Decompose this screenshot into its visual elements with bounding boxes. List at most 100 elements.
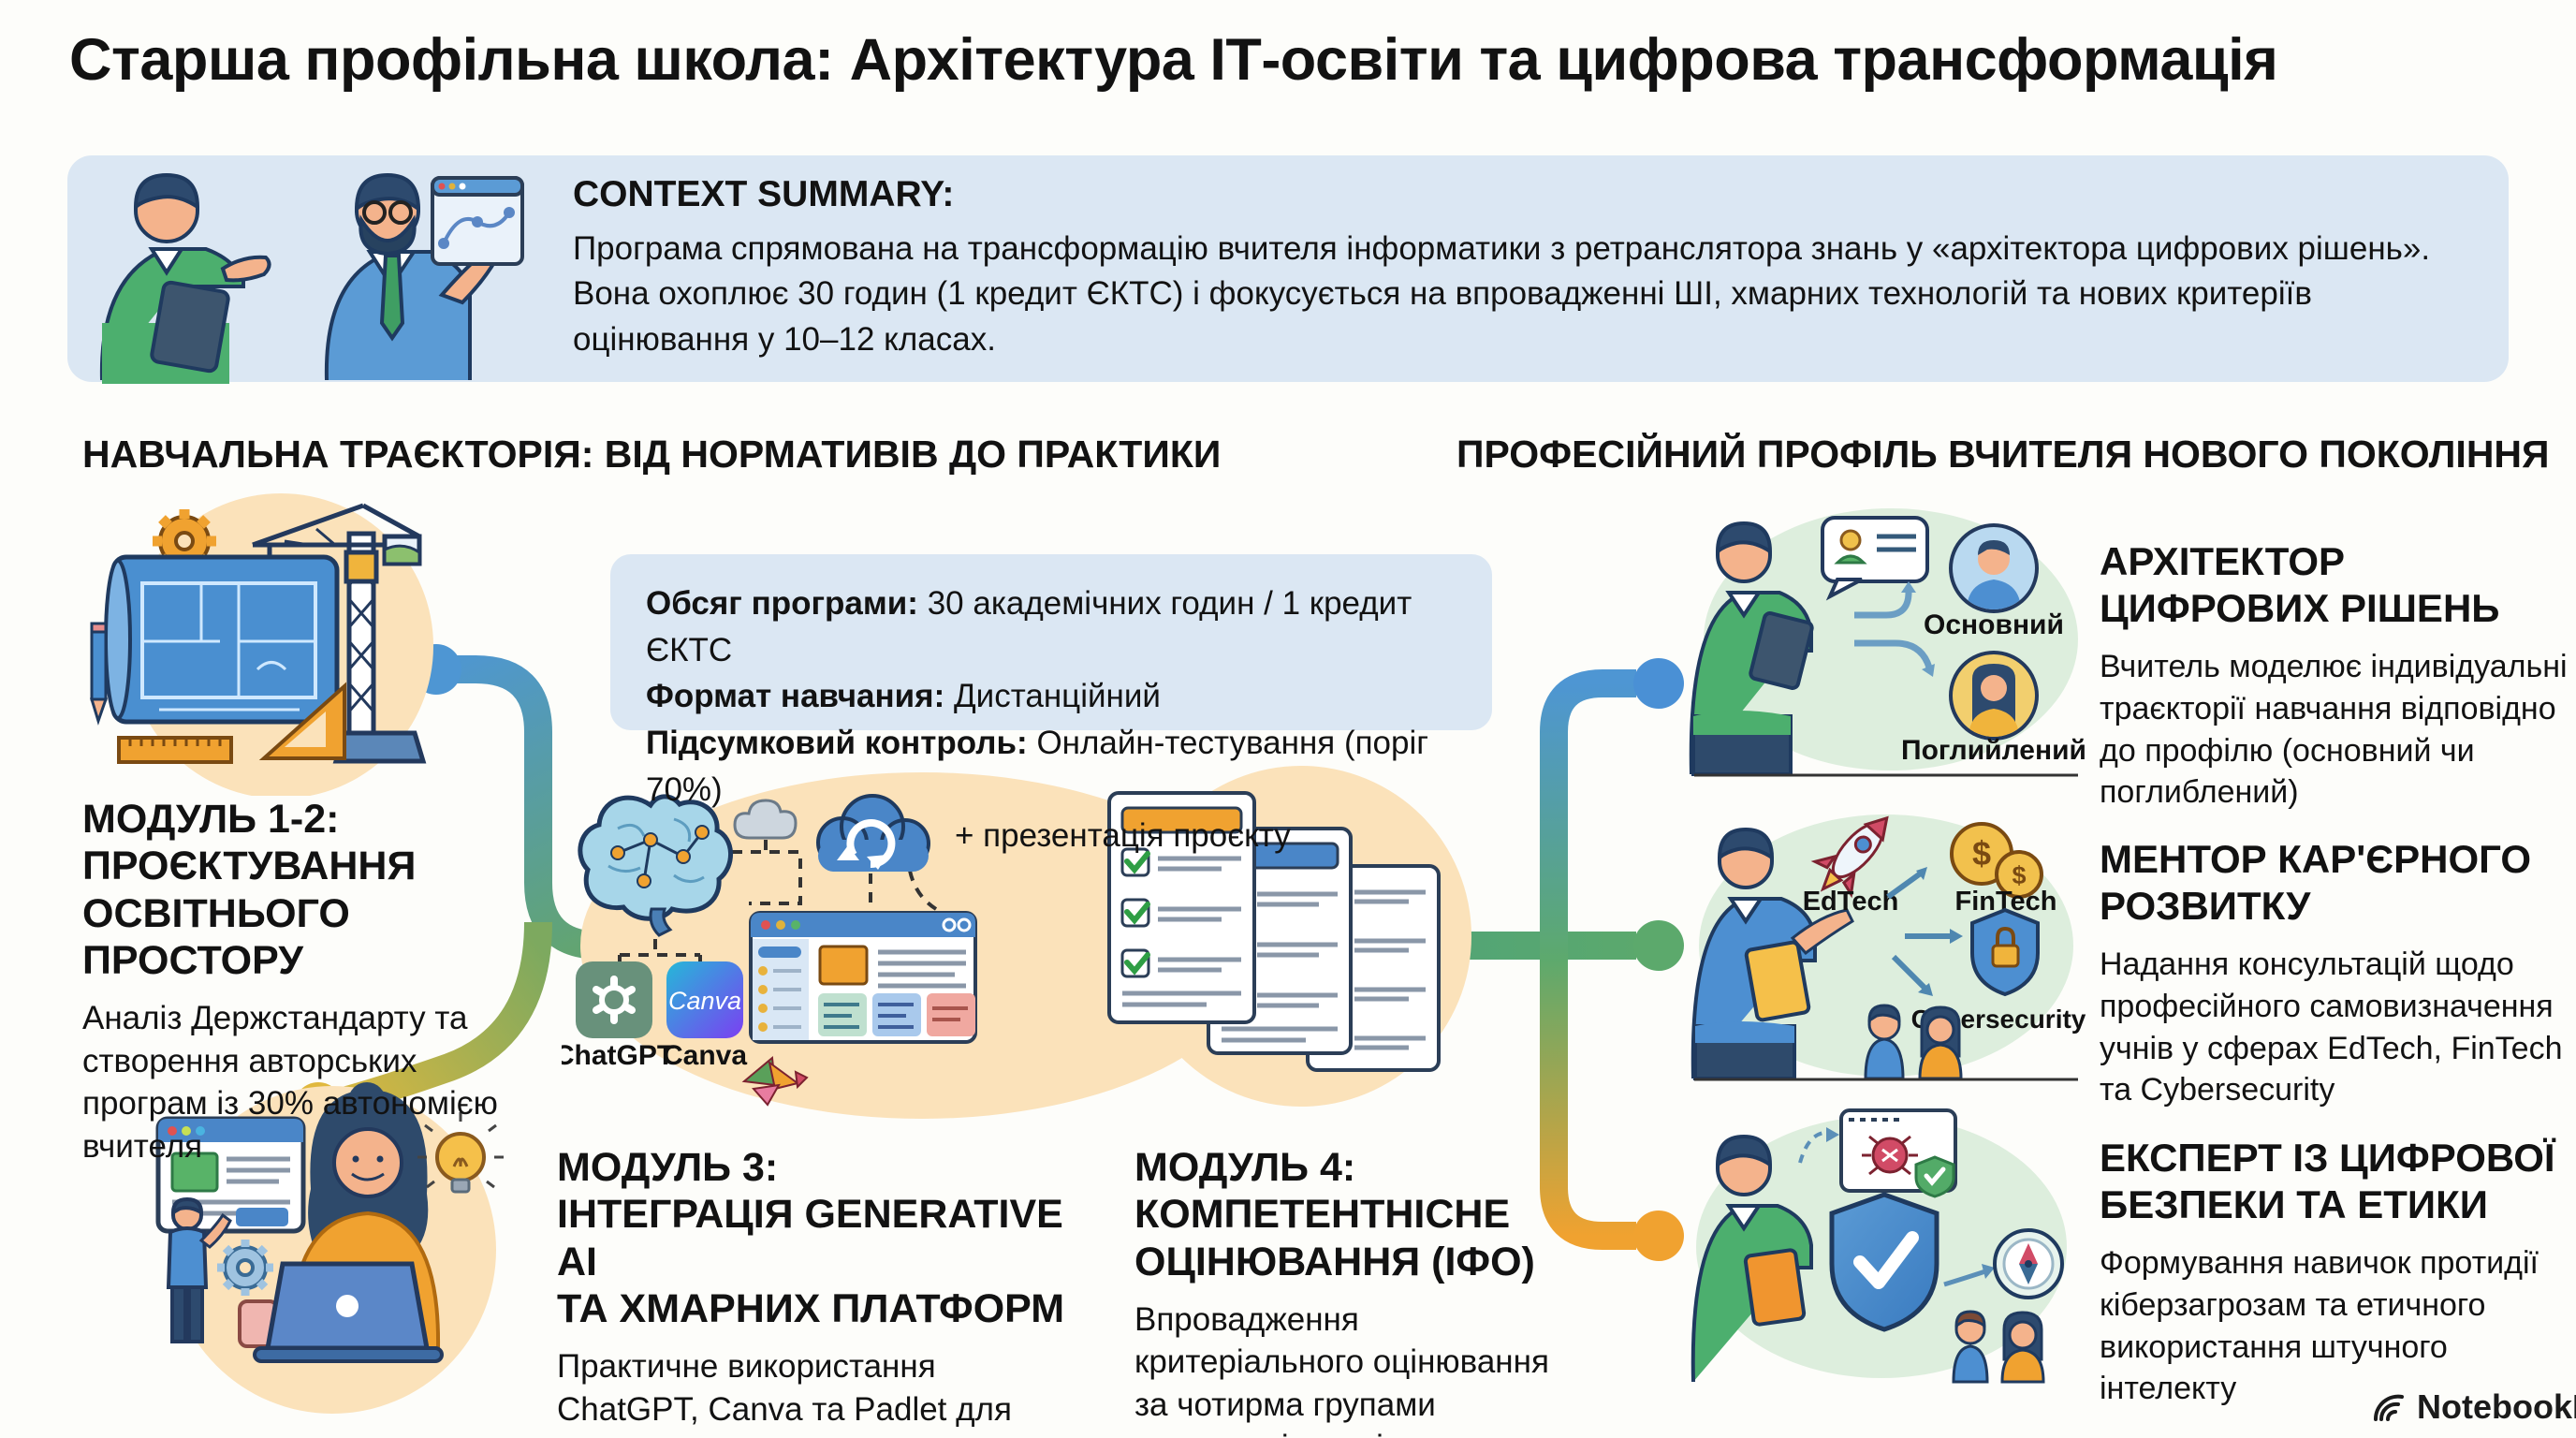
module-1-2-block: МОДУЛЬ 1-2: ПРОЄКТУВАННЯ ОСВІТНЬОГО ПРОС… <box>82 796 569 1167</box>
profile3-block: ЕКСПЕРТ ІЗ ЦИФРОВОЇ БЕЗПЕКИ ТА ЕТИКИ Фор… <box>2100 1135 2572 1410</box>
compass-arrowhead <box>1982 1264 1995 1279</box>
content-creation-illustration <box>155 1082 504 1414</box>
dashed-arrow <box>1798 1130 1833 1164</box>
program-control-value: Онлайн-тестування (поріг 70%) <box>646 725 1429 808</box>
program-format-label: Формат навчания: <box>646 678 945 715</box>
center-tools-illustration: Canva ChatGPT Canva <box>562 766 1471 1119</box>
context-heading: CONTEXT SUMMARY: <box>573 174 955 214</box>
profile2-block: МЕНТОР КАР'ЄРНОГО РОЗВИТКУ Надання консу… <box>2100 836 2572 1111</box>
profile1-title-line2: ЦИФРОВИХ РІШЕНЬ <box>2100 586 2500 631</box>
pencil-icon <box>89 622 109 726</box>
profile3-illustration <box>1690 1108 2067 1384</box>
module-1-2-body: Аналіз Держстандарту та створення авторс… <box>82 1000 498 1165</box>
profile2-title-line2: РОЗВИТКУ <box>2100 884 2311 929</box>
browser-window-icon <box>749 911 977 1044</box>
rocket-icon <box>1810 815 1889 899</box>
profile3-body: Формування навичок протидії кіберзагроза… <box>2100 1244 2539 1407</box>
profile1-body: Вчитель моделює індивідуальні траєкторії… <box>2100 648 2568 811</box>
program-control-label: Підсумковий контроль: <box>646 725 1028 762</box>
teachers-illustration <box>99 172 524 384</box>
profile2-title-line1: МЕНТОР КАР'ЄРНОГО <box>2100 837 2532 881</box>
context-body: Програма спрямована на трансформацію вчи… <box>573 230 2431 358</box>
profile1-block: АРХІТЕКТОР ЦИФРОВИХ РІШЕНЬ Вчитель модел… <box>2100 538 2572 814</box>
avatar-basic <box>1949 523 2039 613</box>
brain-icon <box>578 794 733 937</box>
module-3-body: Практичне використання ChatGPT, Canva та… <box>557 1348 1012 1438</box>
dashed-connectors <box>618 840 938 961</box>
coins-icon: $ $ <box>1950 822 2043 899</box>
dollar-sign: $ <box>1972 834 1991 873</box>
module-4-title-line2: КОМПЕТЕНТНІСНЕ <box>1134 1192 1511 1238</box>
compass-icon <box>1993 1228 2064 1299</box>
cloud-sync-icon <box>816 794 930 872</box>
notebooklm-logo <box>2373 1394 2404 1421</box>
lightbulb-icon <box>417 1112 504 1194</box>
gear-icon <box>217 1240 273 1296</box>
canva-icon: Canva <box>666 961 743 1038</box>
edtech-label: EdTech <box>1803 887 1899 917</box>
ethics-teacher-figure <box>1690 1134 1813 1383</box>
profile2-illustration: EdTech $ $ FinTech Cybersecurity <box>1690 814 2086 1081</box>
module-3-title-line2: ІНТЕГРАЦІЯ GENERATIVE AI <box>557 1192 1063 1284</box>
crane-icon <box>238 503 427 764</box>
module-4-block: МОДУЛЬ 4: КОМПЕТЕНТНІСНЕ ОЦІНЮВАННЯ (ІФО… <box>1134 1144 1603 1438</box>
program-format-value: Дистанційний <box>944 678 1161 715</box>
module-3-block: МОДУЛЬ 3: ІНТЕГРАЦІЯ GENERATIVE AI ТА ХМ… <box>557 1144 1081 1438</box>
origami-crane-icon <box>741 1056 809 1107</box>
small-cloud-icon <box>733 799 798 840</box>
avatar-advanced <box>1949 651 2039 741</box>
shield-lock-icon <box>1970 907 2040 997</box>
speech-bubble-profile-card <box>1821 516 1929 601</box>
footer-brand: NotebookLM <box>2370 1387 2576 1427</box>
module-1-2-title-line3: ОСВІТНЬОГО ПРОСТОРУ <box>82 890 350 983</box>
module-1-2-title-line1: МОДУЛЬ 1-2: <box>82 797 340 842</box>
module-4-body: Впровадження критеріального оцінювання з… <box>1134 1300 1549 1438</box>
flow-dot-profile3 <box>1633 1211 1684 1261</box>
ruler-icon <box>117 736 233 764</box>
program-info-box: Обсяг програми: 30 академічних годин / 1… <box>610 554 1492 854</box>
profile1-title-line1: АРХІТЕКТОР <box>2100 539 2346 583</box>
chatgpt-icon <box>576 961 652 1038</box>
profile2-body: Надання консультацій щодо професійного с… <box>2100 946 2563 1108</box>
blueprint-crane-illustration <box>89 493 433 796</box>
program-volume-label: Обсяг програми: <box>646 585 918 622</box>
context-summary-text: CONTEXT SUMMARY: Програма спрямована на … <box>573 174 2473 362</box>
canva-label: Canva <box>663 1040 747 1071</box>
right-section-header: ПРОФЕСІЙНИЙ ПРОФІЛЬ ВЧИТЕЛЯ НОВОГО ПОКОЛ… <box>1456 433 2550 476</box>
shield-check-icon <box>1829 1192 1939 1332</box>
presenter-figure <box>166 1196 232 1343</box>
dollar-sign: $ <box>2012 861 2026 889</box>
blueprint-icon <box>104 554 340 725</box>
module-4-title-line1: МОДУЛЬ 4: <box>1134 1145 1356 1190</box>
module-3-title-line1: МОДУЛЬ 3: <box>557 1145 779 1190</box>
career-arrows <box>1886 867 1963 996</box>
laptop-icon <box>253 1261 444 1363</box>
flow-dot-profile2 <box>1633 920 1684 971</box>
students-figures <box>1864 1004 1963 1080</box>
profile1-illustration: Основний Поглийлений <box>1689 508 2086 777</box>
teacher-green-figure <box>99 172 271 384</box>
mentor-figure <box>1690 827 1854 1080</box>
flowchart-window-icon <box>431 176 524 266</box>
module-1-2-title-line2: ПРОЄКТУВАННЯ <box>82 844 417 889</box>
triangle-ruler-hole <box>285 712 326 747</box>
page-title: Старша профільна школа: Архітектура ІТ-о… <box>69 27 2278 93</box>
chatgpt-label: ChatGPT <box>562 1040 674 1071</box>
malware-browser-icon <box>1839 1108 1957 1198</box>
teacher-tablet-figure <box>1689 521 1814 776</box>
program-volume-value: 30 академічних годин / 1 кредит ЄКТС <box>646 585 1412 668</box>
module-3-title-line3: ТА ХМАРНИХ ПЛАТФОРМ <box>557 1285 1065 1331</box>
avatar-advanced-label: Поглийлений <box>1901 735 2086 766</box>
dashed-arrowhead <box>1826 1127 1839 1142</box>
branch-arrows <box>1854 581 1935 677</box>
kids-figures <box>1952 1310 2045 1384</box>
program-control-value2: + презентація проєкту <box>955 817 1291 855</box>
avatar-basic-label: Основний <box>1924 609 2064 640</box>
canva-logo-text: Canva <box>668 987 741 1015</box>
checklist-documents <box>1107 791 1441 1072</box>
footer-brand-text: NotebookLM <box>2417 1387 2576 1426</box>
profile3-title-line1: ЕКСПЕРТ ІЗ ЦИФРОВОЇ <box>2100 1136 2555 1180</box>
module-4-title-line3: ОЦІНЮВАННЯ (ІФО) <box>1134 1239 1535 1284</box>
left-section-header: НАВЧАЛЬНА ТРАЄКТОРІЯ: ВІД НОРМАТИВІВ ДО … <box>82 433 1222 476</box>
